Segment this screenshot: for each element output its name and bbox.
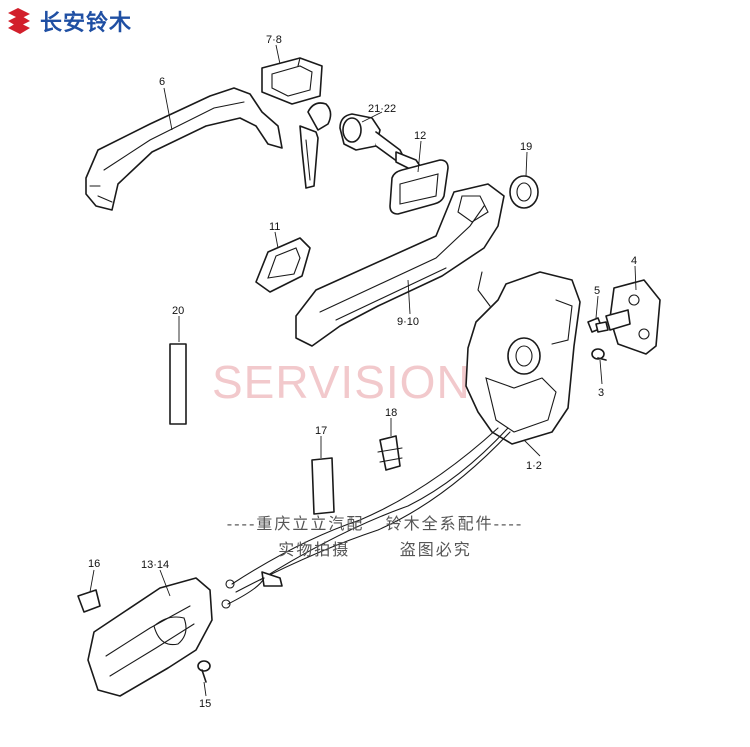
callout-5: 5 [594, 285, 600, 297]
part-12-gasket [389, 159, 449, 215]
callout-3: 3 [598, 387, 604, 399]
part-4-striker [605, 279, 661, 355]
callout-11: 11 [269, 221, 280, 233]
watermark-text: SERVISION [212, 356, 471, 408]
callout-labels: 7·8 6 21·22 12 19 11 9·10 4 5 3 20 18 17… [88, 34, 637, 710]
part-5-bolt [587, 317, 609, 333]
part-13-14-inner-handle [87, 577, 213, 697]
lock-rods-cables [221, 427, 511, 609]
callout-19: 19 [520, 141, 532, 153]
suzuki-s-logo-icon [8, 8, 30, 34]
callout-12: 12 [414, 130, 426, 142]
part-21-22-lock-cylinder [339, 113, 421, 171]
ignition-key-icon [299, 102, 332, 189]
part-1-2-door-lock [465, 271, 581, 445]
callout-7-8: 7·8 [266, 34, 282, 46]
callout-9-10: 9·10 [397, 316, 419, 328]
part-19-grommet [509, 175, 539, 209]
part-9-10-handle-frame [295, 183, 505, 347]
shop-banner-line-2: 实物拍摄 盗图必究 [278, 540, 472, 559]
part-11-pad [255, 237, 311, 293]
callout-18: 18 [385, 407, 397, 419]
part-18-clip [377, 435, 403, 471]
part-3-screw [591, 348, 607, 361]
callout-15: 15 [199, 698, 211, 710]
callout-17: 17 [315, 425, 327, 437]
callout-21-22: 21·22 [368, 103, 396, 115]
brand-name: 长安铃木 [40, 11, 133, 36]
callout-1-2: 1·2 [526, 460, 542, 472]
brand-header: 长安铃木 [4, 4, 132, 38]
part-20-strip [169, 343, 187, 425]
part-15-screw [197, 660, 211, 683]
callout-4: 4 [631, 255, 637, 267]
callout-13-14: 13·14 [141, 559, 169, 571]
part-7-8-bezel [261, 57, 323, 105]
leader-lines [89, 44, 637, 697]
part-16-clip [77, 589, 101, 613]
callout-16: 16 [88, 558, 100, 570]
part-6-outer-handle [85, 87, 283, 211]
part-17-pad [311, 457, 335, 515]
callout-6: 6 [159, 76, 165, 88]
shop-banner-line-1: ----重庆立立汽配 铃木全系配件---- [226, 514, 524, 533]
callout-20: 20 [172, 305, 184, 317]
